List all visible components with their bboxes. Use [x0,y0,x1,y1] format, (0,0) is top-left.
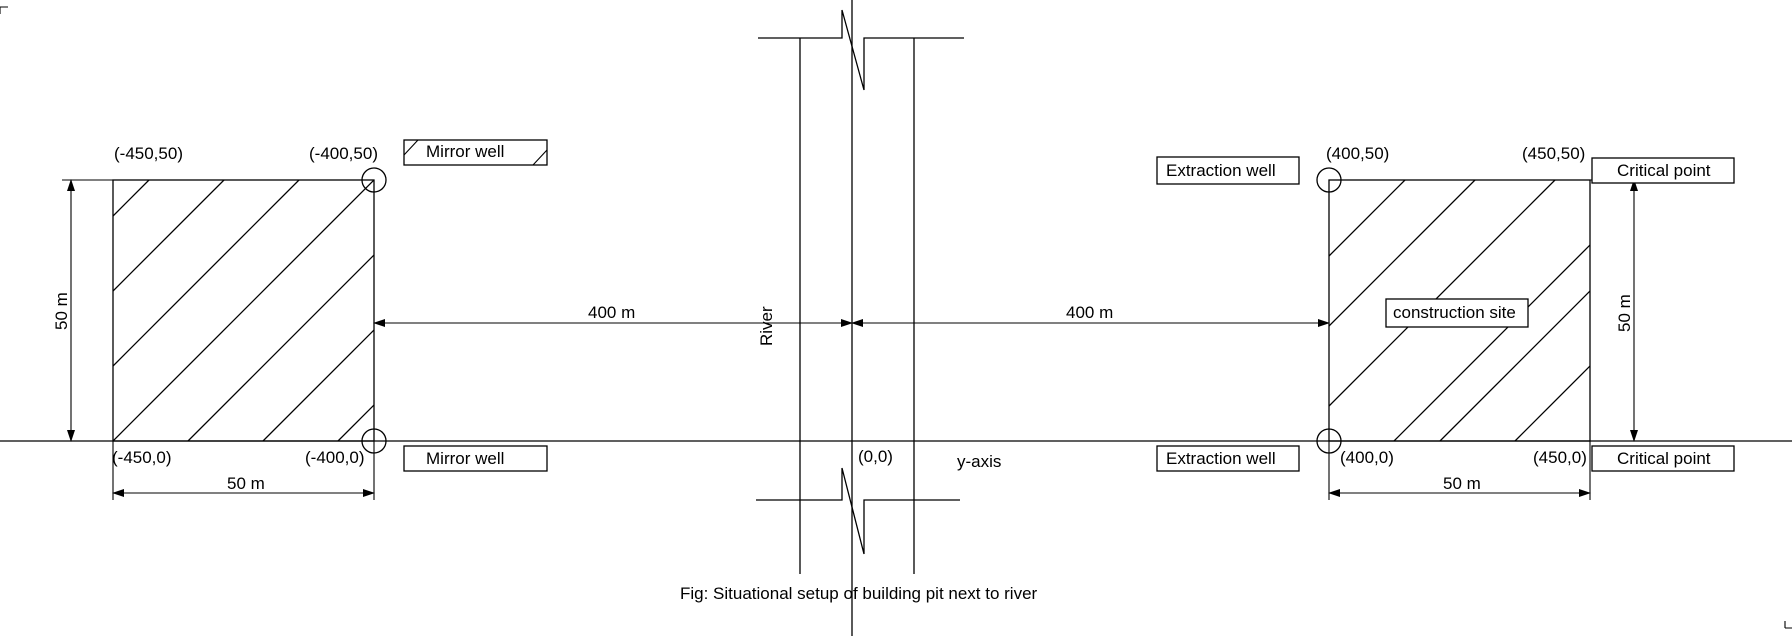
coord-right-top-left: (400,50) [1326,144,1389,163]
origin-label: (0,0) [858,447,893,466]
extraction-well-bottom-label: Extraction well [1166,449,1276,468]
dim-right-distance-label: 400 m [1066,303,1113,322]
critical-point-bottom-label-box: Critical point [1591,445,1735,472]
coord-right-bottom-right: (450,0) [1533,448,1587,467]
figure-caption: Fig: Situational setup of building pit n… [680,584,1038,603]
dim-left-height [62,179,113,442]
dim-left-width-label: 50 m [227,474,265,493]
extraction-well-top [1316,167,1342,193]
dim-left-width [112,441,375,500]
mirror-well-top-label-box: Mirror well [403,139,548,166]
mirror-well-top-label: Mirror well [426,142,504,161]
coord-left-bottom-left: (-450,0) [112,448,172,467]
coord-right-top-right: (450,50) [1522,144,1585,163]
extraction-well-top-label: Extraction well [1166,161,1276,180]
critical-point-bottom-label: Critical point [1617,449,1711,468]
coord-left-bottom-right: (-400,0) [305,448,365,467]
critical-point-top-label-box: Critical point [1591,157,1735,184]
construction-site-label: construction site [1393,303,1516,322]
dim-right-width [1328,441,1591,500]
extraction-well-bottom-label-box: Extraction well [1156,445,1300,472]
dim-right-width-label: 50 m [1443,474,1481,493]
coord-right-bottom-left: (400,0) [1340,448,1394,467]
y-axis-label: y-axis [957,452,1001,471]
coord-left-top-right: (-400,50) [309,144,378,163]
river-break-symbol-bottom [756,467,960,555]
construction-site-rect [1328,179,1591,442]
extraction-well-top-label-box: Extraction well [1156,156,1300,185]
critical-point-top-label: Critical point [1617,161,1711,180]
river-break-symbol-top [758,9,964,91]
construction-site-label-box: construction site [1385,298,1529,328]
river-label: River [757,306,776,346]
river [756,9,964,574]
dim-right-height-label: 50 m [1615,294,1634,332]
dim-left-height-label: 50 m [52,292,71,330]
corner-mark-top-left [0,6,8,14]
corner-mark-bottom-right [1784,621,1792,629]
mirror-well-bottom-label-box: Mirror well [403,445,548,472]
mirror-well-top [361,167,387,193]
mirror-site-rect [112,179,375,442]
mirror-well-bottom-label: Mirror well [426,449,504,468]
dim-left-distance-label: 400 m [588,303,635,322]
mirror-site [112,179,375,442]
coord-left-top-left: (-450,50) [114,144,183,163]
